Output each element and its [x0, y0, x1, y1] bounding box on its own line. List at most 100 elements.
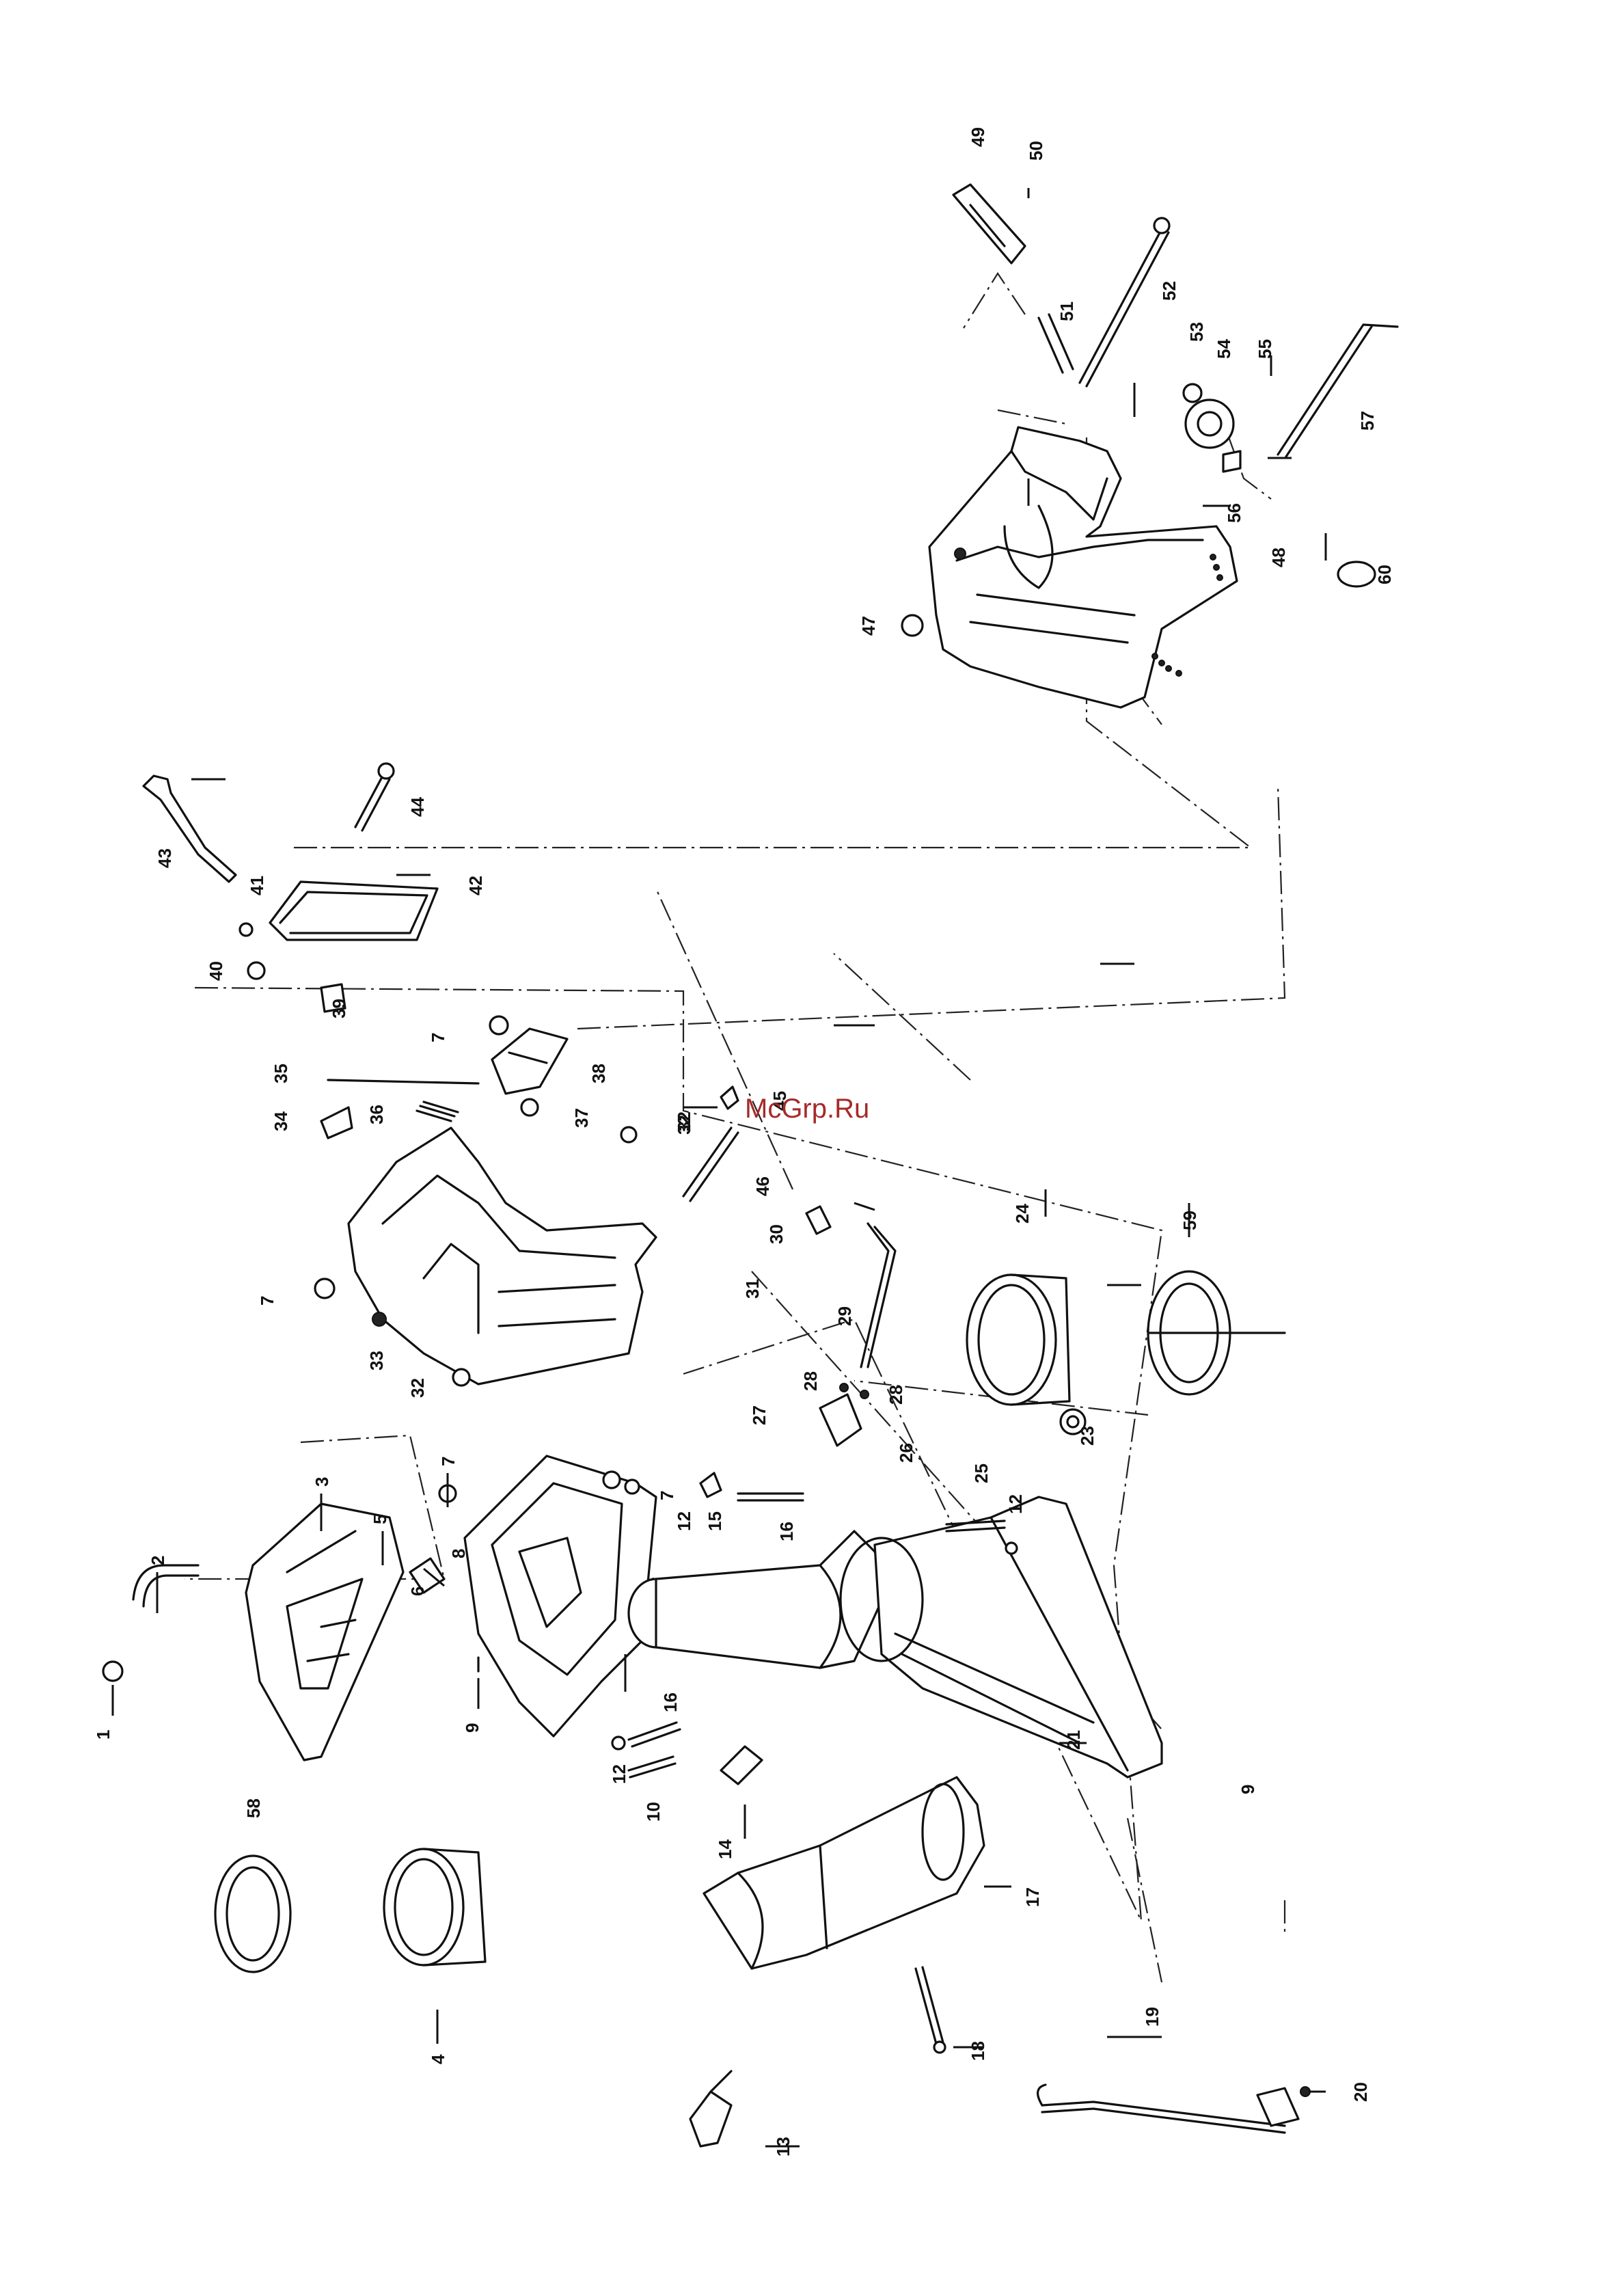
callout-12-b: 12 — [674, 1511, 694, 1531]
swivel-tube-part-17 — [690, 1746, 1310, 2146]
callout-2: 2 — [148, 1556, 168, 1565]
tab-part-14 — [721, 1746, 762, 1784]
callout-49: 49 — [968, 127, 988, 147]
washer-part-12 — [625, 1480, 639, 1494]
pin-part-41 — [240, 923, 252, 936]
plate-part-38 — [492, 1029, 567, 1094]
callout-15: 15 — [705, 1511, 725, 1531]
nut-part-32 — [621, 1127, 636, 1142]
callout-39: 39 — [329, 999, 349, 1018]
callout-48: 48 — [1268, 548, 1289, 567]
callout-44: 44 — [407, 797, 428, 817]
callout-57: 57 — [1357, 411, 1378, 431]
callout-43: 43 — [154, 848, 175, 868]
callout-38: 38 — [588, 1064, 609, 1083]
callout-50: 50 — [1026, 141, 1046, 161]
callout-56: 56 — [1224, 503, 1244, 523]
clamp-bracket-assembly — [144, 764, 738, 1386]
callout-16-a: 16 — [776, 1522, 797, 1541]
rod-part-29 — [861, 1224, 895, 1367]
callout-12-a: 12 — [609, 1764, 629, 1784]
nut-part-1 — [103, 1662, 122, 1681]
callout-10: 10 — [643, 1802, 664, 1822]
callout-5: 5 — [370, 1515, 390, 1524]
rod-part-35 — [328, 1080, 478, 1083]
nut-part-7-right — [603, 1472, 620, 1488]
callout-18: 18 — [968, 2041, 988, 2061]
callout-12-c: 12 — [1005, 1494, 1026, 1514]
callout-35: 35 — [271, 1064, 291, 1083]
callout-46: 46 — [752, 1176, 773, 1196]
callout-20: 20 — [1350, 2082, 1371, 2102]
clip-part-56 — [1223, 451, 1240, 472]
callout-47: 47 — [858, 616, 879, 636]
callout-53: 53 — [1186, 322, 1207, 342]
clip-part-15 — [700, 1473, 721, 1497]
callout-40: 40 — [206, 961, 226, 981]
knob-part-13 — [690, 2092, 731, 2146]
callout-3: 3 — [312, 1477, 332, 1487]
callout-51: 51 — [1056, 301, 1077, 321]
callout-30: 30 — [766, 1224, 787, 1244]
callout-16-b: 16 — [660, 1692, 681, 1712]
watermark: McGrp.Ru — [745, 1094, 869, 1124]
callout-19: 19 — [1142, 2007, 1162, 2027]
callout-26: 26 — [896, 1443, 916, 1463]
callout-54: 54 — [1214, 339, 1234, 359]
washer-part-12-right — [1006, 1543, 1017, 1554]
bracket-part-42 — [270, 882, 437, 940]
screw-part-33 — [372, 1312, 386, 1326]
rod-part-52 — [1080, 229, 1169, 386]
rod-part-19 — [1042, 2102, 1285, 2133]
callout-7-d: 7 — [428, 1033, 448, 1042]
callout-27: 27 — [749, 1405, 769, 1425]
rod-part-44 — [355, 776, 390, 830]
callout-7-a: 7 — [438, 1457, 459, 1466]
clamp-bracket-part-31 — [349, 1128, 656, 1384]
callout-37: 37 — [571, 1108, 592, 1128]
nut-part-47 — [902, 615, 923, 636]
callout-29: 29 — [834, 1306, 855, 1326]
tiller-rod-part-57 — [1278, 325, 1397, 457]
nut-part-32-b — [453, 1369, 469, 1386]
callout-58: 58 — [243, 1798, 264, 1818]
callout-14: 14 — [715, 1839, 735, 1859]
callout-17: 17 — [1022, 1887, 1043, 1907]
washer-part-53 — [1184, 384, 1201, 402]
swivel-bracket-part-48 — [902, 427, 1237, 707]
plate-part-34 — [321, 1107, 352, 1138]
callout-32-b: 32 — [407, 1378, 428, 1398]
cap-part-30 — [806, 1206, 830, 1234]
hose-part-2 — [133, 1565, 198, 1606]
callout-13: 13 — [773, 2137, 793, 2157]
callout-9-a: 9 — [462, 1723, 482, 1733]
o-ring-part-60 — [1338, 562, 1375, 586]
bolt-part-16 — [738, 1494, 803, 1500]
callout-25: 25 — [971, 1463, 992, 1483]
clip-part-37 — [521, 1099, 538, 1116]
callout-31: 31 — [742, 1279, 763, 1299]
cap-part-45 — [721, 1087, 738, 1109]
clip-part-20 — [1257, 2088, 1298, 2126]
callout-41: 41 — [247, 876, 267, 895]
callout-60: 60 — [1374, 565, 1395, 584]
nut-part-7-upper — [490, 1016, 508, 1034]
pin-part-51 — [1039, 314, 1073, 373]
callout-6: 6 — [407, 1586, 428, 1596]
callout-55: 55 — [1255, 339, 1275, 359]
washer-part-12-lower — [612, 1737, 625, 1749]
callout-23: 23 — [1077, 1426, 1097, 1446]
bolt-part-18 — [916, 1967, 943, 2044]
bolt-part-10 — [629, 1757, 675, 1777]
pin-part-46 — [683, 1128, 738, 1201]
callout-7-c: 7 — [257, 1296, 277, 1306]
handle-grip-part-49 — [953, 185, 1025, 263]
bolt-part-16-lower — [629, 1723, 680, 1746]
disc-part-54 — [1186, 400, 1233, 448]
clamp-part-26 — [820, 1394, 861, 1446]
callout-42: 42 — [465, 876, 486, 895]
callout-24: 24 — [1012, 1204, 1033, 1224]
nut-part-7-lower — [315, 1279, 334, 1298]
adapter-plate-part-main — [465, 1456, 656, 1736]
callout-36: 36 — [366, 1105, 387, 1124]
